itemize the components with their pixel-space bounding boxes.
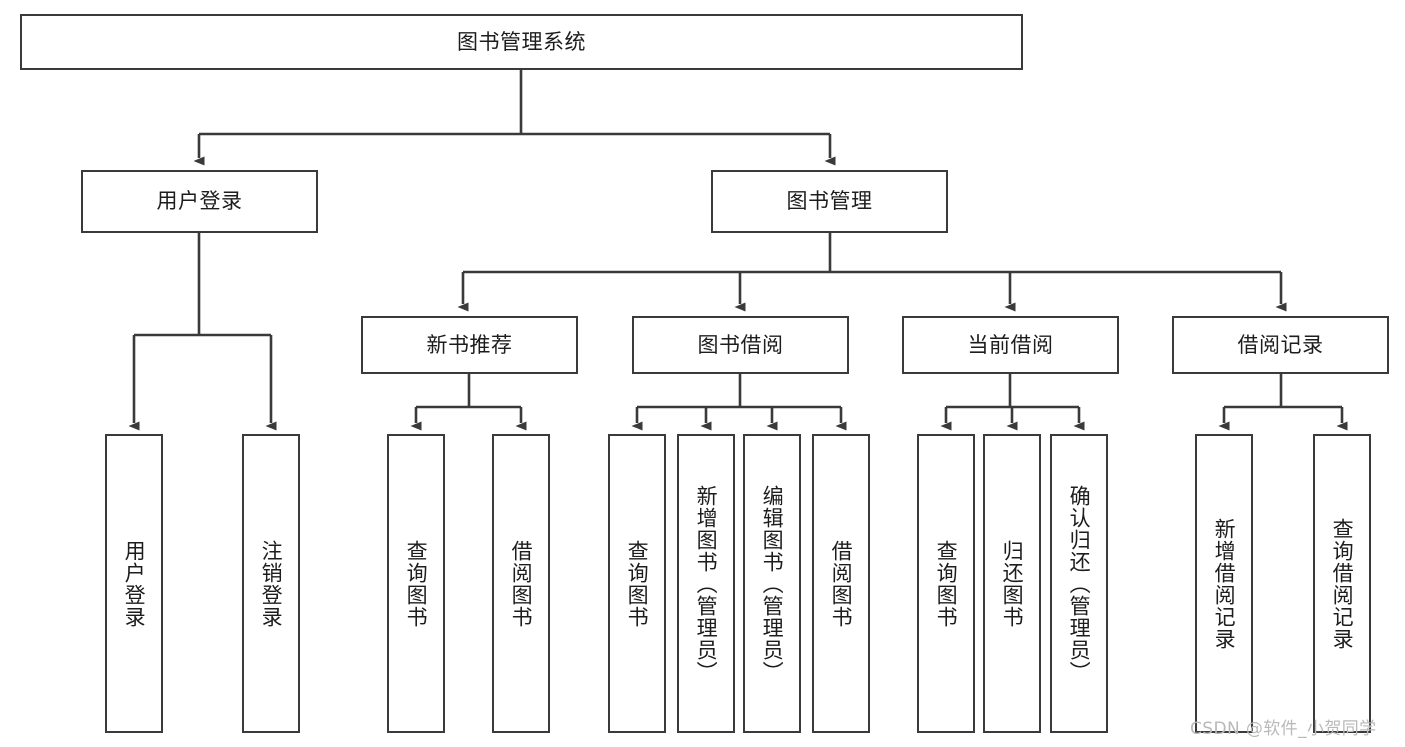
node-leaf-borrow-book-2[interactable]: 借阅图书 bbox=[812, 434, 870, 733]
node-leaf-edit-book[interactable]: 编辑图书（管理员） bbox=[743, 434, 801, 733]
node-borrow-record-label: 借阅记录 bbox=[1237, 332, 1324, 357]
node-leaf-query-book-1[interactable]: 查询图书 bbox=[387, 434, 445, 733]
node-leaf-query-book-2[interactable]: 查询图书 bbox=[608, 434, 666, 733]
node-current-borrow-label: 当前借阅 bbox=[967, 332, 1054, 357]
node-book-management-label: 图书管理 bbox=[786, 189, 873, 214]
node-leaf-logout-login-label: 注销登录 bbox=[259, 539, 284, 628]
node-leaf-query-record-label: 查询借阅记录 bbox=[1330, 517, 1355, 650]
node-borrow-record[interactable]: 借阅记录 bbox=[1172, 316, 1389, 374]
node-leaf-return-book[interactable]: 归还图书 bbox=[983, 434, 1041, 733]
node-user-login-label: 用户登录 bbox=[156, 189, 243, 214]
node-leaf-user-login-label: 用户登录 bbox=[122, 539, 147, 628]
node-book-borrow[interactable]: 图书借阅 bbox=[632, 316, 849, 374]
node-leaf-borrow-book-1-label: 借阅图书 bbox=[509, 539, 534, 628]
node-leaf-user-login[interactable]: 用户登录 bbox=[105, 434, 163, 733]
node-leaf-return-book-label: 归还图书 bbox=[1000, 539, 1025, 628]
node-book-borrow-label: 图书借阅 bbox=[697, 332, 784, 357]
node-leaf-query-book-3[interactable]: 查询图书 bbox=[917, 434, 975, 733]
node-leaf-logout-login[interactable]: 注销登录 bbox=[242, 434, 300, 733]
node-leaf-borrow-book-1[interactable]: 借阅图书 bbox=[492, 434, 550, 733]
node-leaf-query-book-1-label: 查询图书 bbox=[404, 539, 429, 628]
node-leaf-query-record[interactable]: 查询借阅记录 bbox=[1313, 434, 1371, 733]
node-leaf-add-book[interactable]: 新增图书（管理员） bbox=[677, 434, 735, 733]
node-new-book-recommend-label: 新书推荐 bbox=[426, 332, 513, 357]
node-user-login[interactable]: 用户登录 bbox=[81, 170, 318, 233]
node-leaf-edit-book-label: 编辑图书（管理员） bbox=[760, 484, 785, 683]
node-leaf-add-record-label: 新增借阅记录 bbox=[1212, 517, 1237, 650]
node-current-borrow[interactable]: 当前借阅 bbox=[902, 316, 1119, 374]
node-leaf-query-book-3-label: 查询图书 bbox=[934, 539, 959, 628]
node-new-book-recommend[interactable]: 新书推荐 bbox=[361, 316, 578, 374]
node-leaf-query-book-2-label: 查询图书 bbox=[625, 539, 650, 628]
node-root-label: 图书管理系统 bbox=[457, 29, 586, 54]
node-leaf-confirm-return[interactable]: 确认归还（管理员） bbox=[1050, 434, 1108, 733]
node-root[interactable]: 图书管理系统 bbox=[20, 14, 1023, 70]
node-leaf-add-record[interactable]: 新增借阅记录 bbox=[1195, 434, 1253, 733]
watermark: CSDN @软件_小贺同学 bbox=[1190, 719, 1377, 739]
node-leaf-borrow-book-2-label: 借阅图书 bbox=[829, 539, 854, 628]
node-book-management[interactable]: 图书管理 bbox=[711, 170, 948, 233]
node-leaf-confirm-return-label: 确认归还（管理员） bbox=[1067, 484, 1092, 683]
node-leaf-add-book-label: 新增图书（管理员） bbox=[694, 484, 719, 683]
